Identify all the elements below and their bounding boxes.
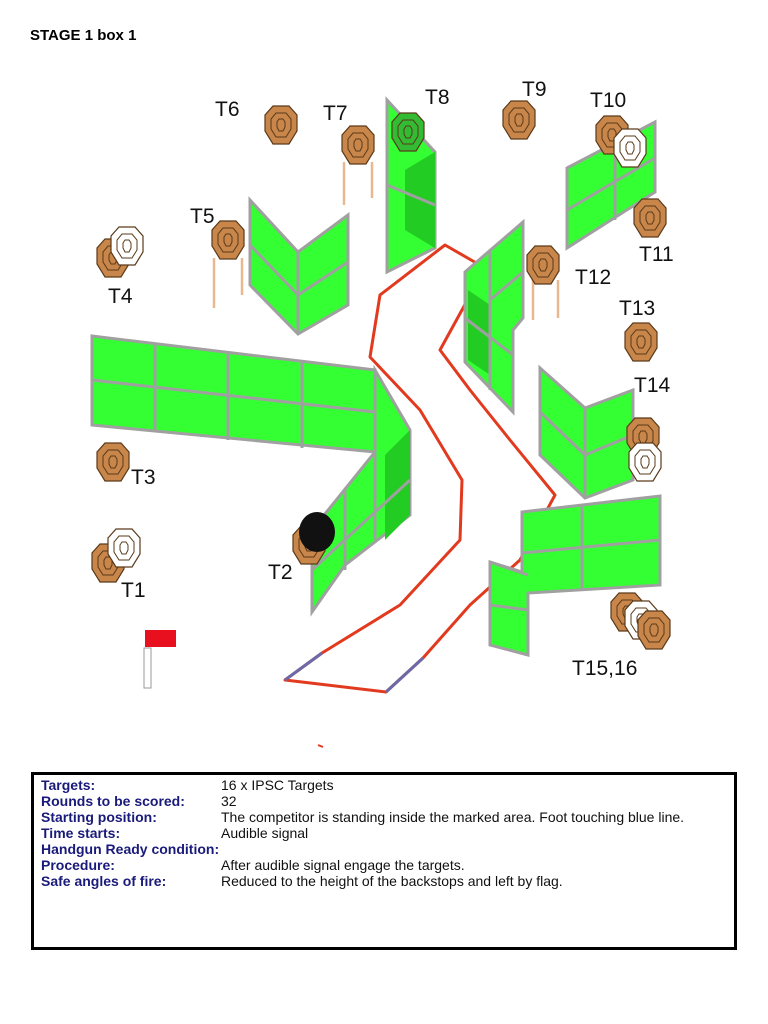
label-t7: T7 [323, 102, 348, 125]
target-stands [212, 162, 560, 320]
wall-t14 [538, 364, 635, 500]
label-t8: T8 [425, 86, 450, 109]
no-shoot-t4 [110, 226, 144, 266]
briefing-value: Reduced to the height of the backstops a… [221, 873, 563, 889]
target-t6 [264, 105, 298, 145]
briefing-label: Rounds to be scored: [41, 793, 185, 809]
label-t10: T10 [590, 89, 626, 112]
target-t16 [637, 610, 671, 650]
stage-title: STAGE 1 box 1 [30, 27, 137, 44]
label-t3: T3 [131, 466, 156, 489]
briefing-label: Time starts: [41, 825, 121, 841]
briefing-row-rounds: Rounds to be scored: 32 [41, 793, 711, 809]
briefing-row-targets: Targets: 16 x IPSC Targets [41, 777, 711, 793]
briefing-value: 16 x IPSC Targets [221, 777, 334, 793]
target-t7 [341, 125, 375, 165]
briefing-row-start: Starting position: The competitor is sta… [41, 809, 711, 825]
label-t12: T12 [575, 266, 611, 289]
tire-obstacle [299, 512, 335, 552]
wall-t2 [310, 364, 412, 617]
briefing-value: After audible signal engage the targets. [221, 857, 465, 873]
no-shoot-t14 [628, 442, 662, 482]
briefing-label: Handgun Ready condition: [41, 841, 220, 857]
briefing-row-ready: Handgun Ready condition: [41, 841, 711, 857]
target-t13 [624, 322, 658, 362]
target-t9 [502, 100, 536, 140]
stage-briefing-table: Targets: 16 x IPSC Targets Rounds to be … [41, 777, 711, 889]
target-t5 [211, 220, 245, 260]
label-t5: T5 [190, 205, 215, 228]
no-shoot-t10 [613, 128, 647, 168]
label-t6: T6 [215, 98, 240, 121]
label-t2: T2 [268, 561, 293, 584]
briefing-label: Targets: [41, 777, 96, 793]
stage-diagram: T1 T2 T3 T4 T5 T6 T7 T8 T9 T10 T11 T12 T… [90, 78, 674, 748]
label-t9: T9 [522, 78, 547, 101]
briefing-value: The competitor is standing inside the ma… [221, 809, 685, 825]
target-t3 [96, 442, 130, 482]
target-t12 [526, 245, 560, 285]
path-mark [317, 744, 324, 748]
label-t4: T4 [108, 285, 133, 308]
wall-left-long [90, 334, 377, 454]
label-t15-16: T15,16 [572, 657, 637, 680]
briefing-label: Safe angles of fire: [41, 873, 167, 889]
briefing-row-safe: Safe angles of fire: Reduced to the heig… [41, 873, 711, 889]
briefing-value: Audible signal [221, 825, 309, 841]
stage-briefing-box: Targets: 16 x IPSC Targets Rounds to be … [31, 772, 737, 950]
briefing-label: Procedure: [41, 857, 115, 873]
briefing-row-time: Time starts: Audible signal [41, 825, 711, 841]
wall-t15 [488, 494, 662, 657]
flag-icon [143, 630, 176, 689]
label-t13: T13 [619, 297, 655, 320]
wall-t5 [248, 196, 350, 336]
label-t1: T1 [121, 579, 146, 602]
no-shoot-t1 [107, 528, 141, 568]
briefing-value [221, 841, 711, 857]
briefing-label: Starting position: [41, 809, 157, 825]
label-t14: T14 [634, 374, 671, 397]
fault-line-right [384, 656, 425, 694]
briefing-row-procedure: Procedure: After audible signal engage t… [41, 857, 711, 873]
target-t8 [391, 112, 425, 152]
briefing-value: 32 [221, 793, 237, 809]
wall-t12 [463, 218, 525, 416]
fault-line-left [284, 651, 323, 682]
target-t11 [633, 198, 667, 238]
label-t11: T11 [639, 243, 674, 266]
